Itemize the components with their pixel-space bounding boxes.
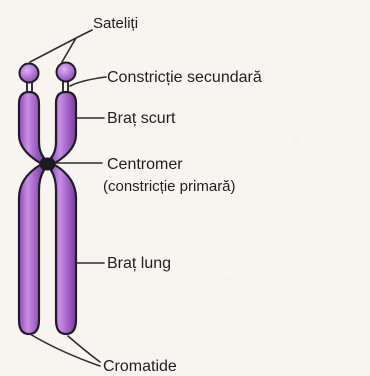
- leader-constrictie-secundara: [70, 77, 106, 86]
- short-arms: [19, 92, 76, 163]
- long-arm-right: [51, 165, 76, 334]
- label-constrictie-primara: (constricție primară): [103, 178, 236, 195]
- leader-cromatide: [30, 334, 100, 366]
- label-cromatide: Cromatide: [103, 358, 177, 375]
- label-brat-scurt: Braț scurt: [107, 110, 176, 127]
- leader-sateliti: [30, 30, 92, 62]
- centromere: [40, 158, 56, 171]
- satellites: [20, 63, 76, 83]
- satellite-left: [20, 64, 39, 83]
- satellite-right: [57, 63, 76, 82]
- short-arm-left: [19, 92, 44, 163]
- label-constrictie-secundara: Constricție secundară: [107, 69, 262, 86]
- label-sateliti: Sateliți: [93, 15, 138, 32]
- labels: Sateliți Constricție secundară Braț scur…: [93, 15, 262, 375]
- short-arm-right: [51, 92, 76, 163]
- label-centromer: Centromer: [107, 156, 183, 173]
- label-brat-lung: Braț lung: [107, 255, 171, 272]
- long-arm-left: [19, 165, 44, 334]
- long-arms: [19, 165, 76, 334]
